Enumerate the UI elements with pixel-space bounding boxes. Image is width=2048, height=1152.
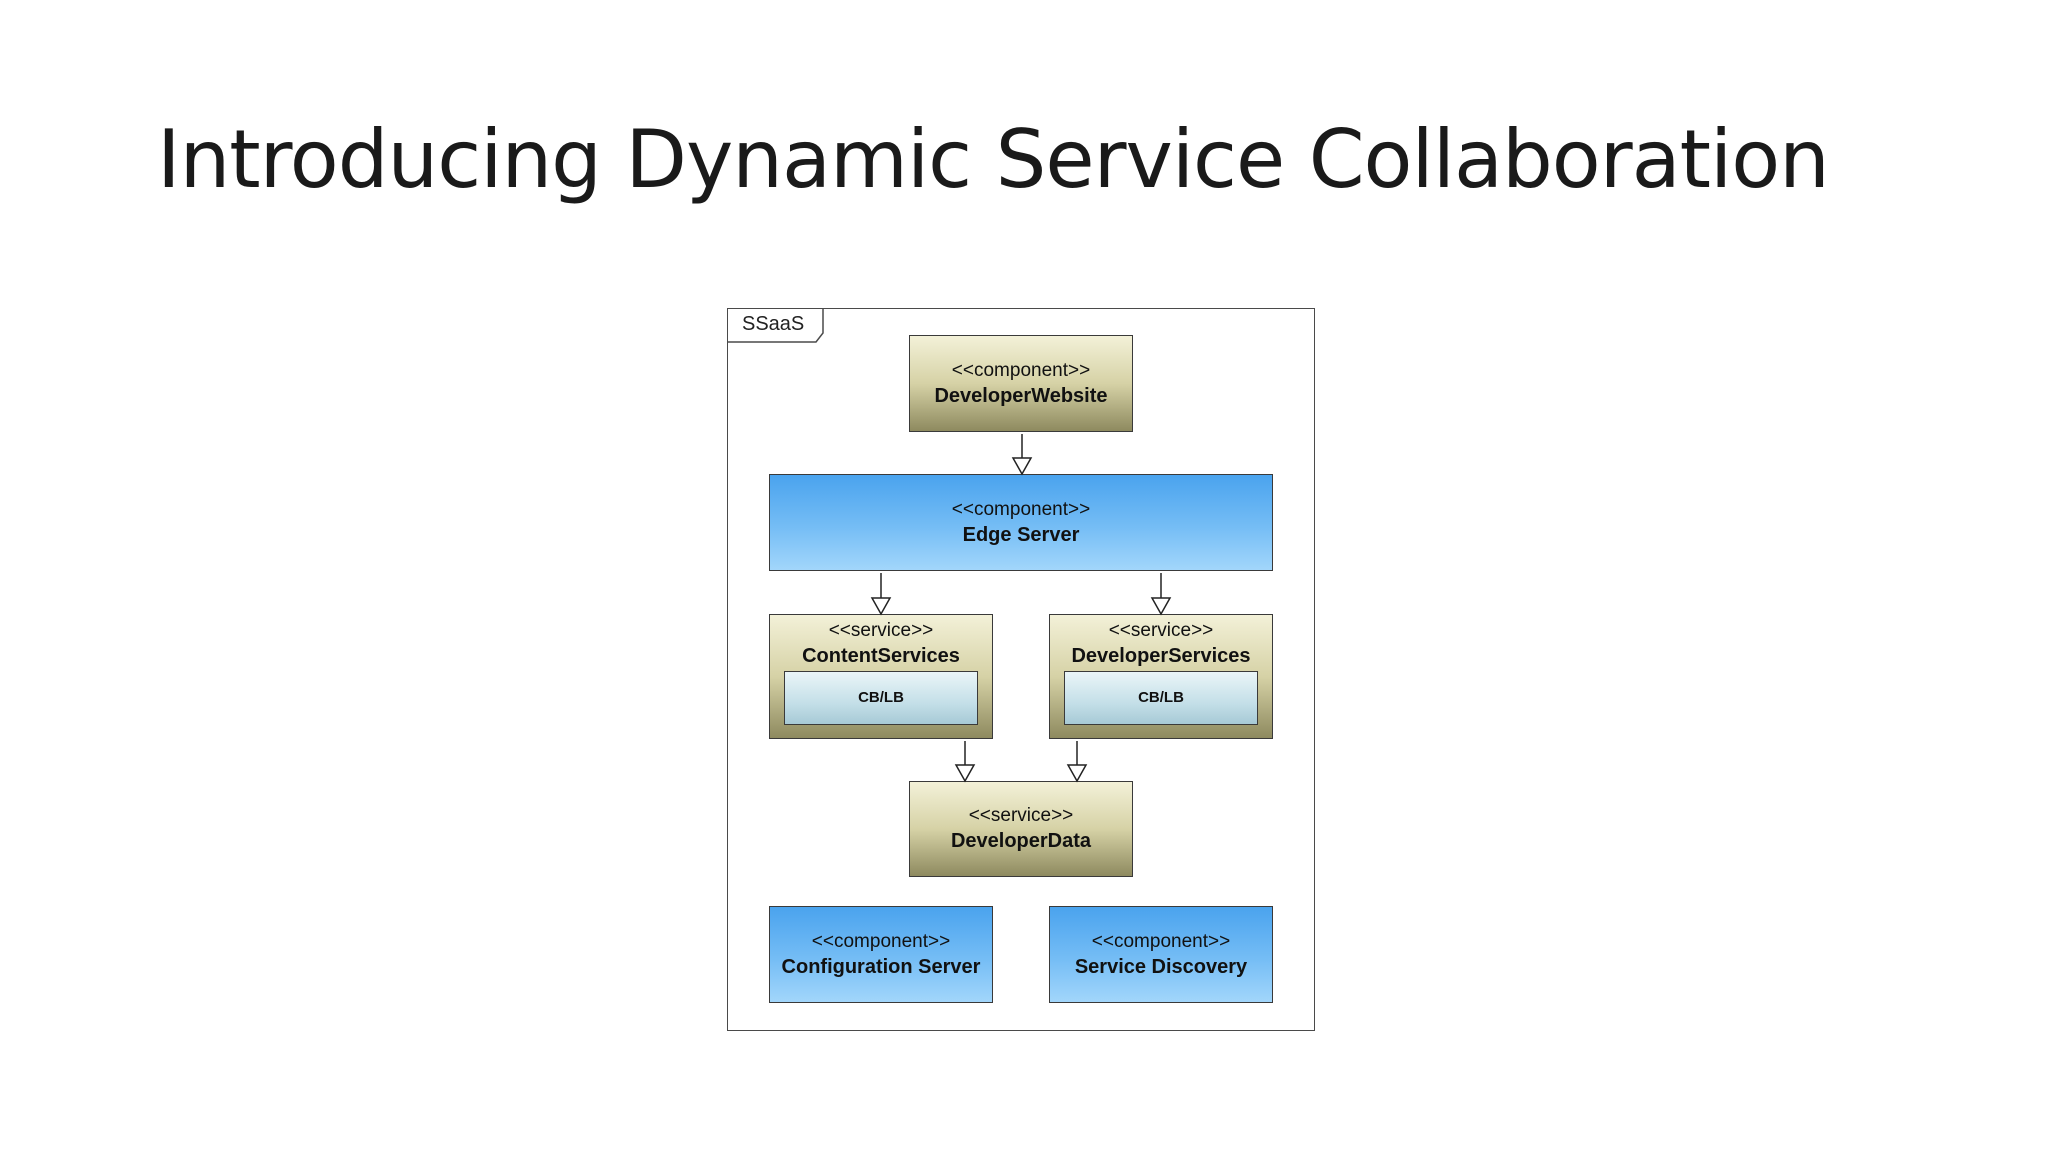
component-name: Edge Server: [962, 523, 1080, 546]
stereotype-label: <<service>>: [968, 805, 1074, 826]
component-name: DeveloperWebsite: [934, 384, 1108, 407]
configuration-server-component: <<component>> Configuration Server: [769, 906, 993, 1003]
stereotype-label: <<component>>: [1091, 930, 1231, 952]
stereotype-label: <<service>>: [828, 620, 934, 641]
cb-lb-box: CB/LB: [1064, 671, 1258, 725]
frame-label-tab: [728, 309, 824, 343]
component-name: Configuration Server: [781, 955, 981, 978]
frame-label: SSaaS: [742, 313, 805, 335]
developer-services-service: <<service>> DeveloperServices CB/LB: [1049, 614, 1273, 739]
edge-server-component: <<component>> Edge Server: [769, 474, 1273, 571]
developer-data-service: <<service>> DeveloperData: [909, 781, 1133, 877]
service-name: DeveloperServices: [1071, 645, 1251, 667]
developer-website-component: <<component>> DeveloperWebsite: [909, 335, 1133, 432]
stereotype-label: <<component>>: [811, 930, 951, 952]
service-name: DeveloperData: [950, 830, 1092, 852]
stereotype-label: <<component>>: [951, 498, 1091, 520]
service-name: ContentServices: [802, 645, 960, 667]
stereotype-label: <<component>>: [951, 359, 1091, 381]
slide-title: Introducing Dynamic Service Collaboratio…: [157, 113, 1830, 206]
service-discovery-component: <<component>> Service Discovery: [1049, 906, 1273, 1003]
content-services-service: <<service>> ContentServices CB/LB: [769, 614, 993, 739]
component-name: Service Discovery: [1074, 955, 1248, 978]
stereotype-label: <<service>>: [1108, 620, 1214, 641]
cb-lb-box: CB/LB: [784, 671, 978, 725]
